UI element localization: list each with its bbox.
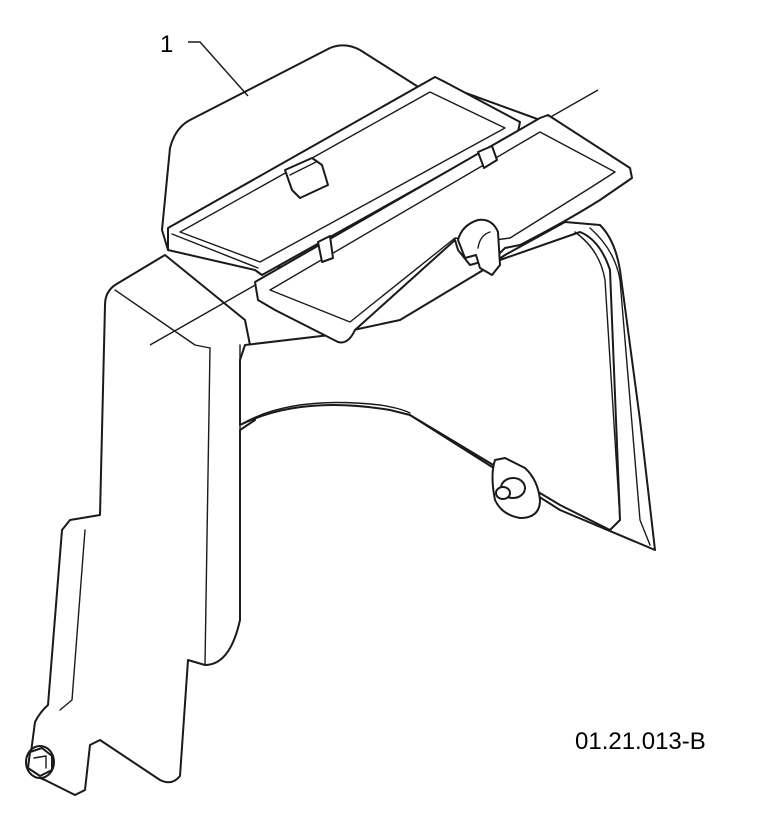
bolt-head <box>27 747 53 777</box>
tray-lid <box>254 114 633 344</box>
right-outer-edge <box>589 227 651 546</box>
tray-clip-mid <box>477 145 498 169</box>
callout-label-1: 1 <box>160 31 173 58</box>
mount-boss-stud-head <box>495 486 511 500</box>
reference-code: 01.21.013-B <box>575 728 706 755</box>
tray-clip-latch <box>457 218 501 276</box>
tray-clip-back <box>284 157 329 199</box>
inner-arch <box>239 231 621 531</box>
tray-clip-front-left <box>317 235 334 263</box>
tray-back-inner <box>179 91 506 263</box>
housing-fold-a <box>204 347 211 666</box>
right-inner-edge <box>574 231 621 521</box>
callout-leader <box>188 41 249 97</box>
tray-back-rim <box>171 233 259 269</box>
tray-clip-back-detail <box>289 161 317 176</box>
housing-fold-b <box>114 289 211 349</box>
housing-fold-d <box>59 529 86 711</box>
tray-clip-latch-detail <box>477 231 491 249</box>
main-housing <box>29 254 256 796</box>
arch-curve <box>239 401 411 426</box>
bolt-detail <box>33 755 47 769</box>
tray-lid-inner <box>269 131 616 323</box>
